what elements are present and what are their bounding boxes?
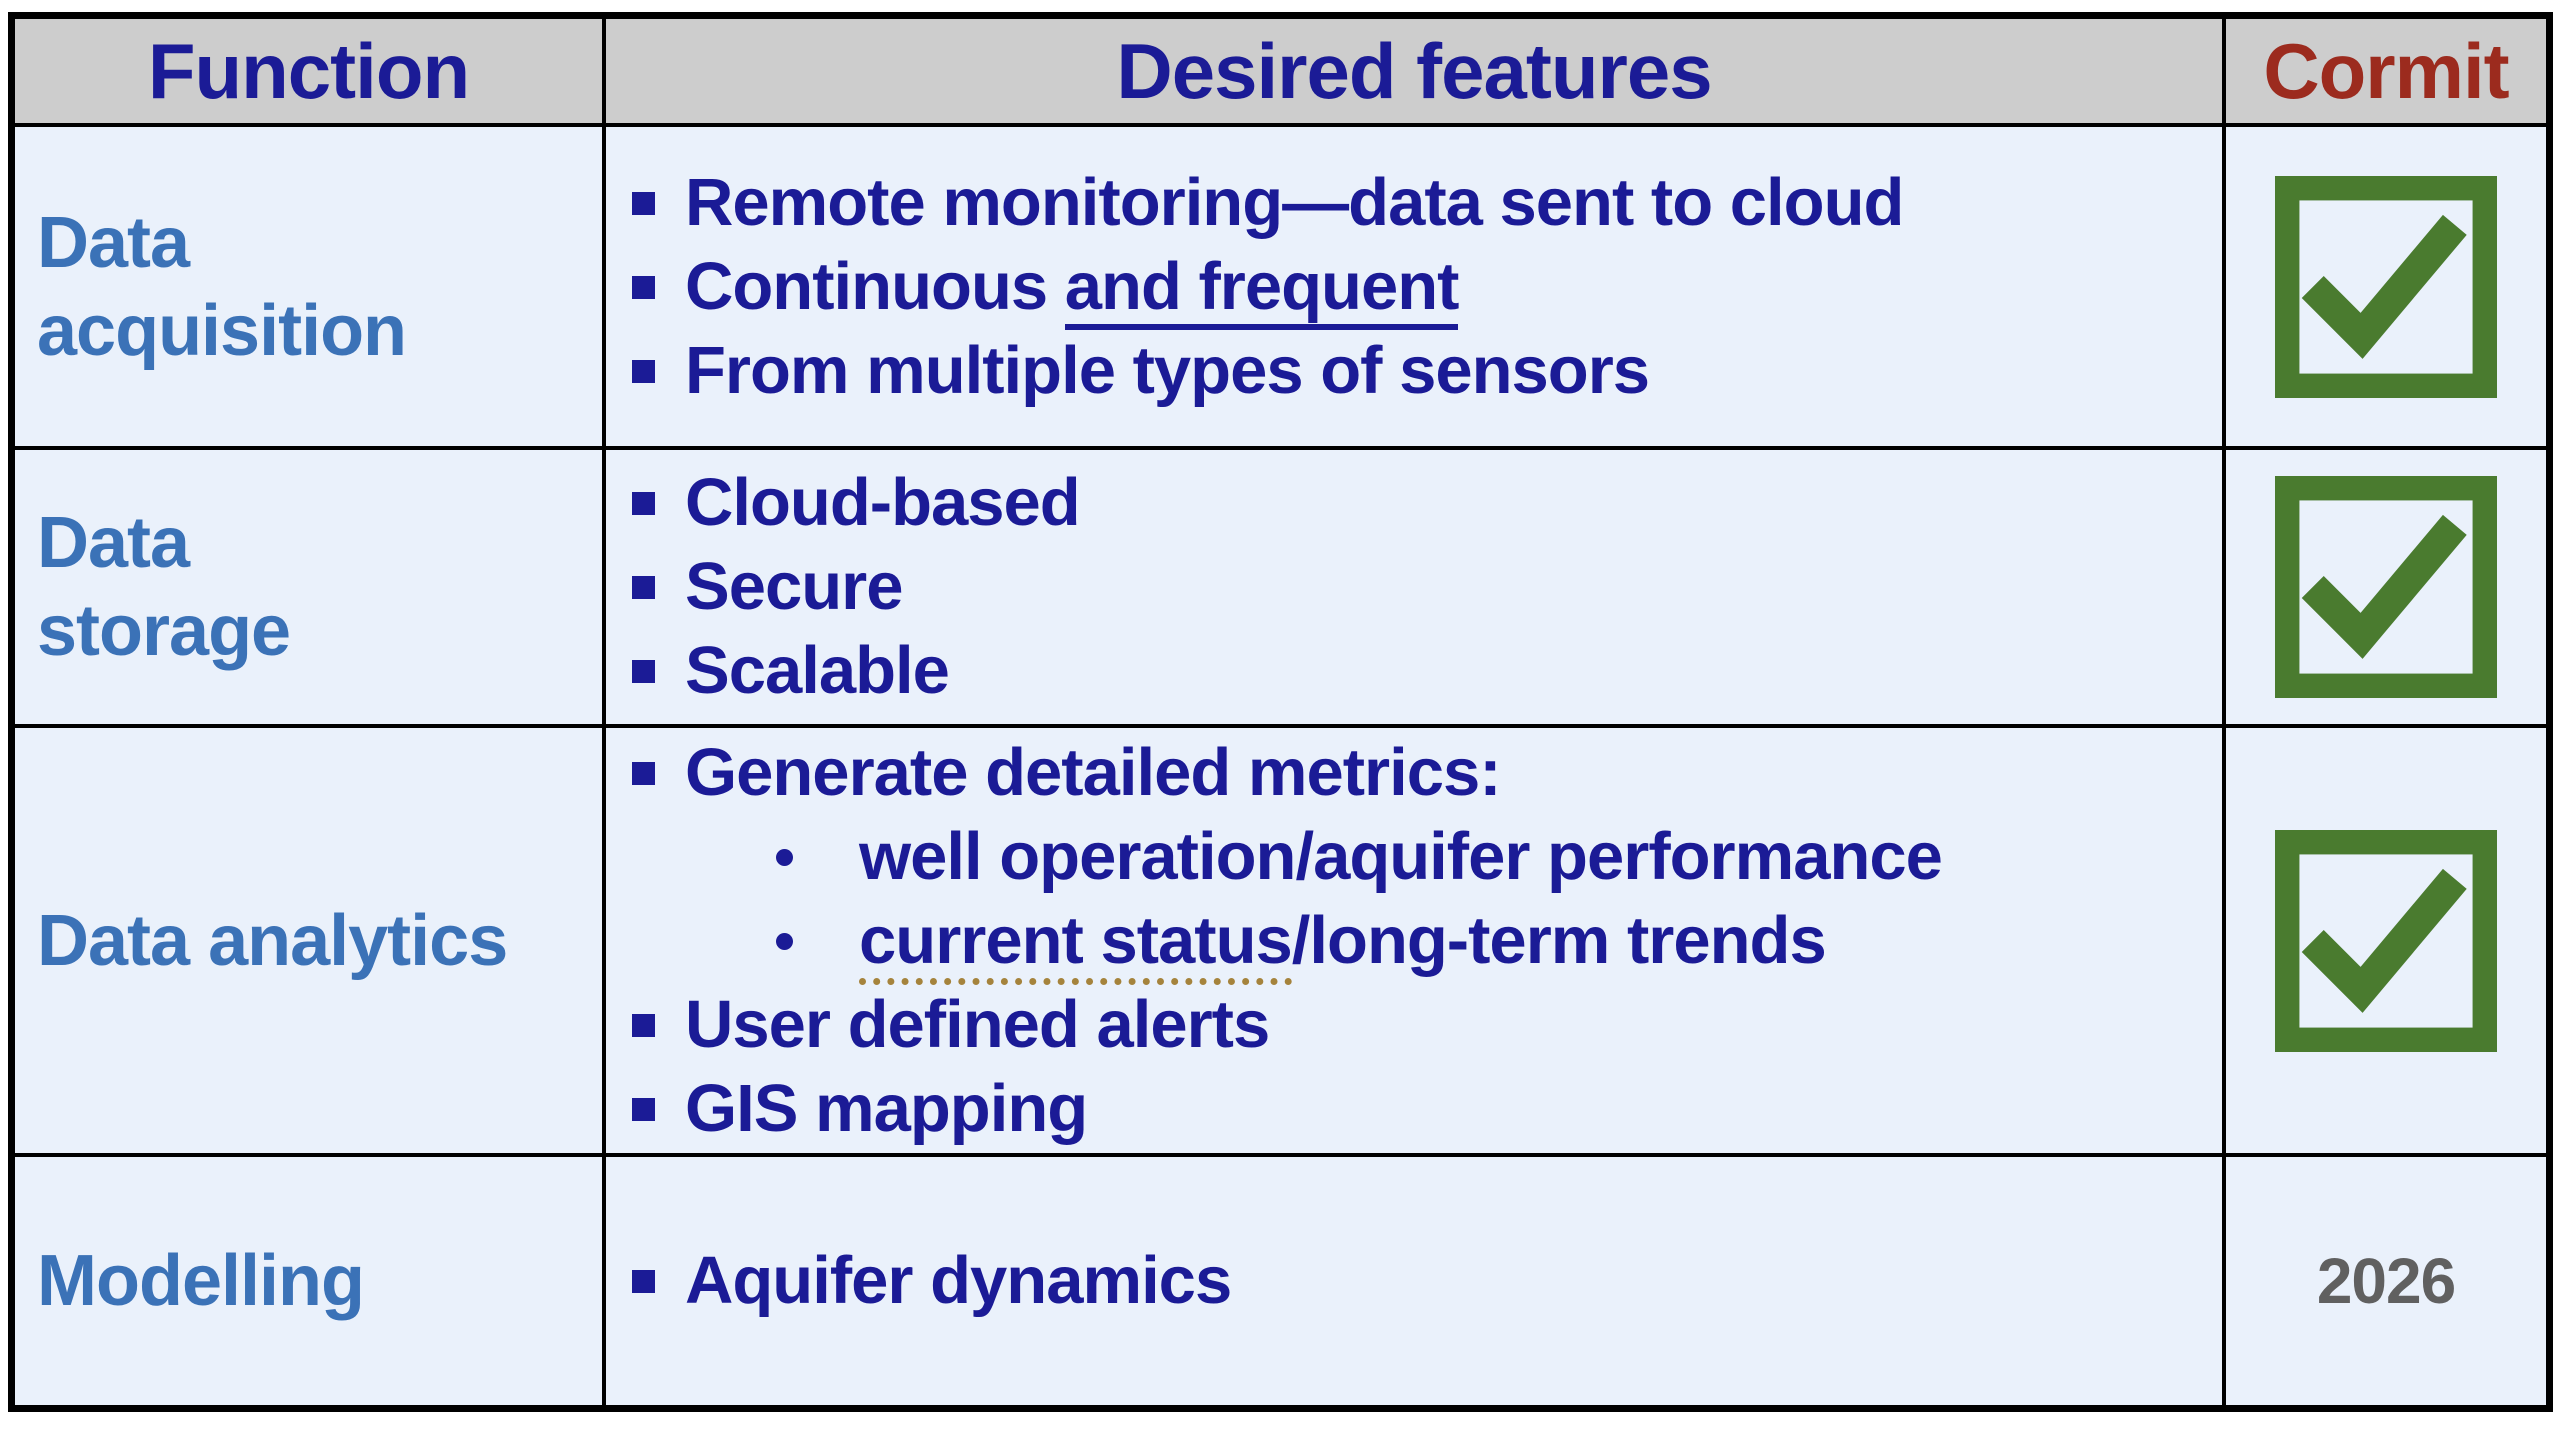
- square-bullet-icon: [632, 1013, 655, 1037]
- header-label-desired-features: Desired features: [1116, 26, 1712, 115]
- feature-list: Aquifer dynamics: [606, 1239, 2222, 1323]
- square-bullet-icon: [632, 1097, 655, 1121]
- square-bullet-icon: [632, 191, 655, 215]
- feature-subitem: well operation/aquifer performance: [606, 815, 2222, 899]
- feature-text: User defined alerts: [685, 986, 1270, 1062]
- row-label-modelling: Modelling: [15, 1157, 602, 1405]
- dot-bullet-icon: [776, 848, 793, 866]
- row-label-line: acquisition: [37, 290, 407, 371]
- feature-text: Generate detailed metrics:: [685, 734, 1502, 810]
- feature-text: From multiple types of sensors: [685, 332, 1650, 408]
- feature-text-plain: Continuous: [685, 248, 1065, 324]
- feature-item: Aquifer dynamics: [606, 1239, 2222, 1323]
- commit-cell-data-analytics: [2226, 728, 2546, 1153]
- square-bullet-icon: [632, 576, 655, 599]
- header-label-cormit: Cormit: [2263, 26, 2509, 115]
- features-cell-data-analytics: Generate detailed metrics: well operatio…: [606, 728, 2222, 1153]
- feature-item: Secure: [606, 545, 2222, 629]
- feature-text-underlined: and frequent: [1064, 248, 1459, 330]
- feature-text: Continuous and frequent: [685, 245, 1459, 330]
- feature-item: Continuous and frequent: [606, 245, 2222, 330]
- header-cell-function: Function: [15, 19, 602, 123]
- feature-subitem: current status/long-term trends: [606, 899, 2222, 985]
- feature-text: Cloud-based: [685, 465, 1081, 540]
- features-cell-data-acquisition: Remote monitoring—data sent to cloud Con…: [606, 127, 2222, 446]
- commit-year: 2026: [2316, 1245, 2456, 1317]
- square-bullet-icon: [632, 275, 655, 299]
- feature-text: current status/long-term trends: [859, 899, 1827, 985]
- checked-checkbox-icon: [2275, 829, 2497, 1052]
- feature-text: well operation/aquifer performance: [859, 818, 1943, 894]
- header-cell-desired-features: Desired features: [606, 19, 2222, 123]
- row-label-data-acquisition: Data acquisition: [15, 127, 602, 446]
- square-bullet-icon: [632, 1270, 655, 1293]
- feature-list: Generate detailed metrics: well operatio…: [606, 731, 2222, 1151]
- row-label-data-storage: Data storage: [15, 450, 602, 724]
- commit-cell-modelling: 2026: [2226, 1157, 2546, 1405]
- feature-text: GIS mapping: [685, 1070, 1088, 1146]
- row-label-line: Modelling: [37, 1241, 365, 1321]
- row-label-line: Data: [37, 202, 190, 283]
- commit-cell-data-acquisition: [2226, 127, 2546, 446]
- checked-checkbox-icon: [2275, 476, 2497, 698]
- dot-bullet-icon: [776, 932, 793, 950]
- feature-item: Scalable: [606, 629, 2222, 713]
- feature-text-plain: /long-term trends: [1291, 902, 1827, 978]
- feature-item: GIS mapping: [606, 1067, 2222, 1151]
- header-cell-cormit: Cormit: [2226, 19, 2546, 123]
- row-label-line: Data analytics: [37, 900, 508, 981]
- feature-text: Scalable: [685, 633, 950, 708]
- feature-text-dotted-underline: current status: [859, 902, 1293, 985]
- feature-item: User defined alerts: [606, 983, 2222, 1067]
- features-cell-modelling: Aquifer dynamics: [606, 1157, 2222, 1405]
- square-bullet-icon: [632, 359, 655, 383]
- checked-checkbox-icon: [2275, 175, 2497, 398]
- square-bullet-icon: [632, 761, 655, 785]
- feature-table: Function Desired features Cormit Data ac…: [8, 12, 2553, 1412]
- commit-cell-data-storage: [2226, 450, 2546, 724]
- feature-item: Cloud-based: [606, 461, 2222, 545]
- feature-item: Remote monitoring—data sent to cloud: [606, 161, 2222, 245]
- row-label-data-analytics: Data analytics: [15, 728, 602, 1153]
- feature-text: Aquifer dynamics: [685, 1243, 1232, 1318]
- feature-text: Remote monitoring—data sent to cloud: [685, 164, 1904, 240]
- square-bullet-icon: [632, 492, 655, 515]
- row-label-line: storage: [37, 591, 291, 671]
- header-label-function: Function: [147, 26, 470, 115]
- feature-text: Secure: [685, 549, 903, 624]
- feature-item: From multiple types of sensors: [606, 329, 2222, 413]
- feature-list: Remote monitoring—data sent to cloud Con…: [606, 161, 2222, 413]
- square-bullet-icon: [632, 660, 655, 683]
- feature-item: Generate detailed metrics:: [606, 731, 2222, 815]
- features-cell-data-storage: Cloud-based Secure Scalable: [606, 450, 2222, 724]
- feature-list: Cloud-based Secure Scalable: [606, 461, 2222, 713]
- row-label-line: Data: [37, 503, 190, 583]
